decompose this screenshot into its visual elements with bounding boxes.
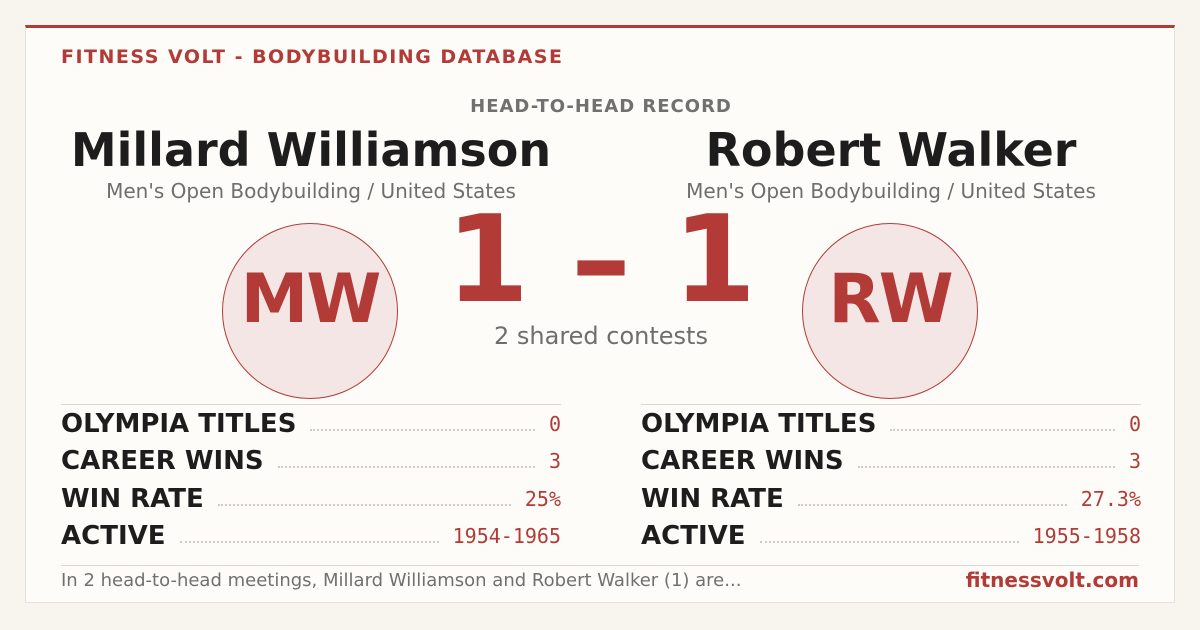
score-separator: – bbox=[571, 191, 631, 330]
stat-row: ACTIVE 1955-1958 bbox=[641, 518, 1141, 556]
right-score: 1 bbox=[672, 191, 757, 330]
footer-summary: In 2 head-to-head meetings, Millard Will… bbox=[61, 570, 742, 591]
left-athlete-name: Millard Williamson bbox=[70, 123, 552, 177]
stat-row: WIN RATE 27.3% bbox=[641, 480, 1141, 518]
site-link[interactable]: fitnessvolt.com bbox=[965, 568, 1139, 592]
right-stats: OLYMPIA TITLES 0 CAREER WINS 3 WIN RATE 27.… bbox=[641, 404, 1141, 555]
right-athlete-subtitle: Men's Open Bodybuilding / United States bbox=[686, 179, 1096, 203]
dot-leader bbox=[857, 466, 1115, 469]
brand-header: FITNESS VOLT - BODYBUILDING DATABASE bbox=[61, 46, 564, 68]
stat-row: OLYMPIA TITLES 0 bbox=[641, 405, 1141, 443]
stat-value: 1954-1965 bbox=[452, 524, 561, 549]
dot-leader bbox=[759, 541, 1019, 544]
stat-row: CAREER WINS 3 bbox=[61, 443, 561, 481]
h2h-card: FITNESS VOLT - BODYBUILDING DATABASE HEA… bbox=[25, 25, 1175, 603]
stat-label: ACTIVE bbox=[641, 521, 746, 552]
stat-label: CAREER WINS bbox=[61, 446, 264, 477]
shared-contests: 2 shared contests bbox=[494, 322, 708, 350]
head-to-head-score: 1 – 1 bbox=[26, 191, 1176, 330]
stat-label: OLYMPIA TITLES bbox=[61, 408, 297, 439]
stat-label: CAREER WINS bbox=[641, 446, 844, 477]
dot-leader bbox=[310, 428, 535, 431]
left-score: 1 bbox=[445, 191, 530, 330]
right-athlete-name: Robert Walker bbox=[705, 123, 1077, 177]
right-avatar-initials: RW bbox=[828, 260, 953, 339]
dot-leader bbox=[797, 503, 1067, 506]
stat-row: WIN RATE 25% bbox=[61, 480, 561, 518]
left-avatar-initials: MW bbox=[240, 260, 382, 339]
stat-value: 0 bbox=[548, 411, 561, 436]
stat-value: 0 bbox=[1128, 411, 1141, 436]
right-avatar: RW bbox=[802, 223, 978, 399]
dot-leader bbox=[277, 466, 535, 469]
stat-value: 3 bbox=[548, 449, 561, 474]
stat-row: CAREER WINS 3 bbox=[641, 443, 1141, 481]
stat-label: OLYMPIA TITLES bbox=[641, 408, 877, 439]
stat-value: 1955-1958 bbox=[1032, 524, 1141, 549]
footer: In 2 head-to-head meetings, Millard Will… bbox=[61, 565, 1139, 598]
stat-value: 3 bbox=[1128, 449, 1141, 474]
left-avatar: MW bbox=[222, 223, 398, 399]
section-title: HEAD-TO-HEAD RECORD bbox=[470, 96, 732, 117]
left-athlete-subtitle: Men's Open Bodybuilding / United States bbox=[106, 179, 516, 203]
dot-leader bbox=[890, 428, 1115, 431]
stat-label: WIN RATE bbox=[61, 483, 204, 514]
stat-row: ACTIVE 1954-1965 bbox=[61, 518, 561, 556]
stat-row: OLYMPIA TITLES 0 bbox=[61, 405, 561, 443]
stat-value: 25% bbox=[524, 486, 561, 511]
left-stats: OLYMPIA TITLES 0 CAREER WINS 3 WIN RATE 25%… bbox=[61, 404, 561, 555]
dot-leader bbox=[179, 541, 439, 544]
dot-leader bbox=[217, 503, 511, 506]
stat-value: 27.3% bbox=[1080, 486, 1141, 511]
stat-label: ACTIVE bbox=[61, 521, 166, 552]
stat-label: WIN RATE bbox=[641, 483, 784, 514]
